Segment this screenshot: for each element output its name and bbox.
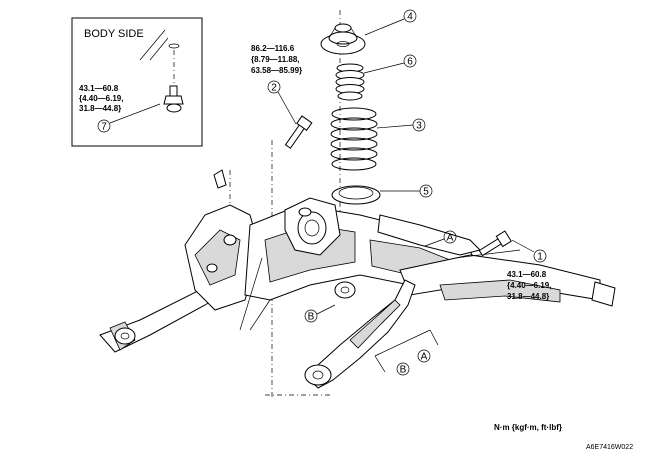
torque-1-line-1: 43.1—60.8 xyxy=(507,270,547,279)
torque-1-spec: 43.1—60.8 {4.40—6.19, 31.8—44.8} xyxy=(507,270,551,301)
torque-2-spec: 86.2—116.6 {8.79—11.88, 63.58—85.99} xyxy=(251,44,302,75)
inset-title: BODY SIDE xyxy=(84,28,144,40)
torque-1-line-3: 31.8—44.8} xyxy=(507,292,549,301)
callout-4: 4 xyxy=(407,12,413,23)
torque-units-legend: N·m {kgf·m, ft·lbf} xyxy=(494,423,562,432)
coil-spring-3 xyxy=(330,107,378,171)
point-a-upper: A xyxy=(447,233,454,244)
spring-lower-seat-5 xyxy=(331,185,381,205)
bump-stopper-6 xyxy=(335,63,365,101)
bolt-2 xyxy=(284,115,313,149)
torque-2-line-3: 63.58—85.99} xyxy=(251,66,302,75)
figure-code: A6E7416W022 xyxy=(586,444,633,451)
callout-2: 2 xyxy=(271,83,277,94)
spring-upper-mount-4 xyxy=(320,23,366,55)
torque-2-line-1: 86.2—116.6 xyxy=(251,44,295,53)
point-b-left: B xyxy=(308,312,315,323)
bolt-1 xyxy=(478,230,512,257)
torque-7-line-2: {4.40—6.19, xyxy=(79,94,123,103)
callout-2-circle xyxy=(267,80,281,94)
callout-3: 3 xyxy=(416,121,422,132)
bolt-7-body-side xyxy=(163,85,184,113)
point-a-lower: A xyxy=(421,352,428,363)
callout-1: 1 xyxy=(537,252,543,263)
reference-bracket xyxy=(374,329,439,373)
torque-7-line-3: 31.8—44.8} xyxy=(79,104,121,113)
callout-7: 7 xyxy=(101,122,107,133)
torque-2-line-2: {8.79—11.88, xyxy=(251,55,299,64)
point-b-lower: B xyxy=(400,365,407,376)
callout-5: 5 xyxy=(423,187,429,198)
callout-6: 6 xyxy=(407,57,413,68)
rear-subframe-assembly xyxy=(99,169,616,389)
torque-7-line-1: 43.1—60.8 xyxy=(79,84,119,93)
torque-1-line-2: {4.40—6.19, xyxy=(507,281,551,290)
body-side-inset: BODY SIDE 7 43.1—60.8 {4.40—6.19, 31.8—4… xyxy=(71,17,203,147)
